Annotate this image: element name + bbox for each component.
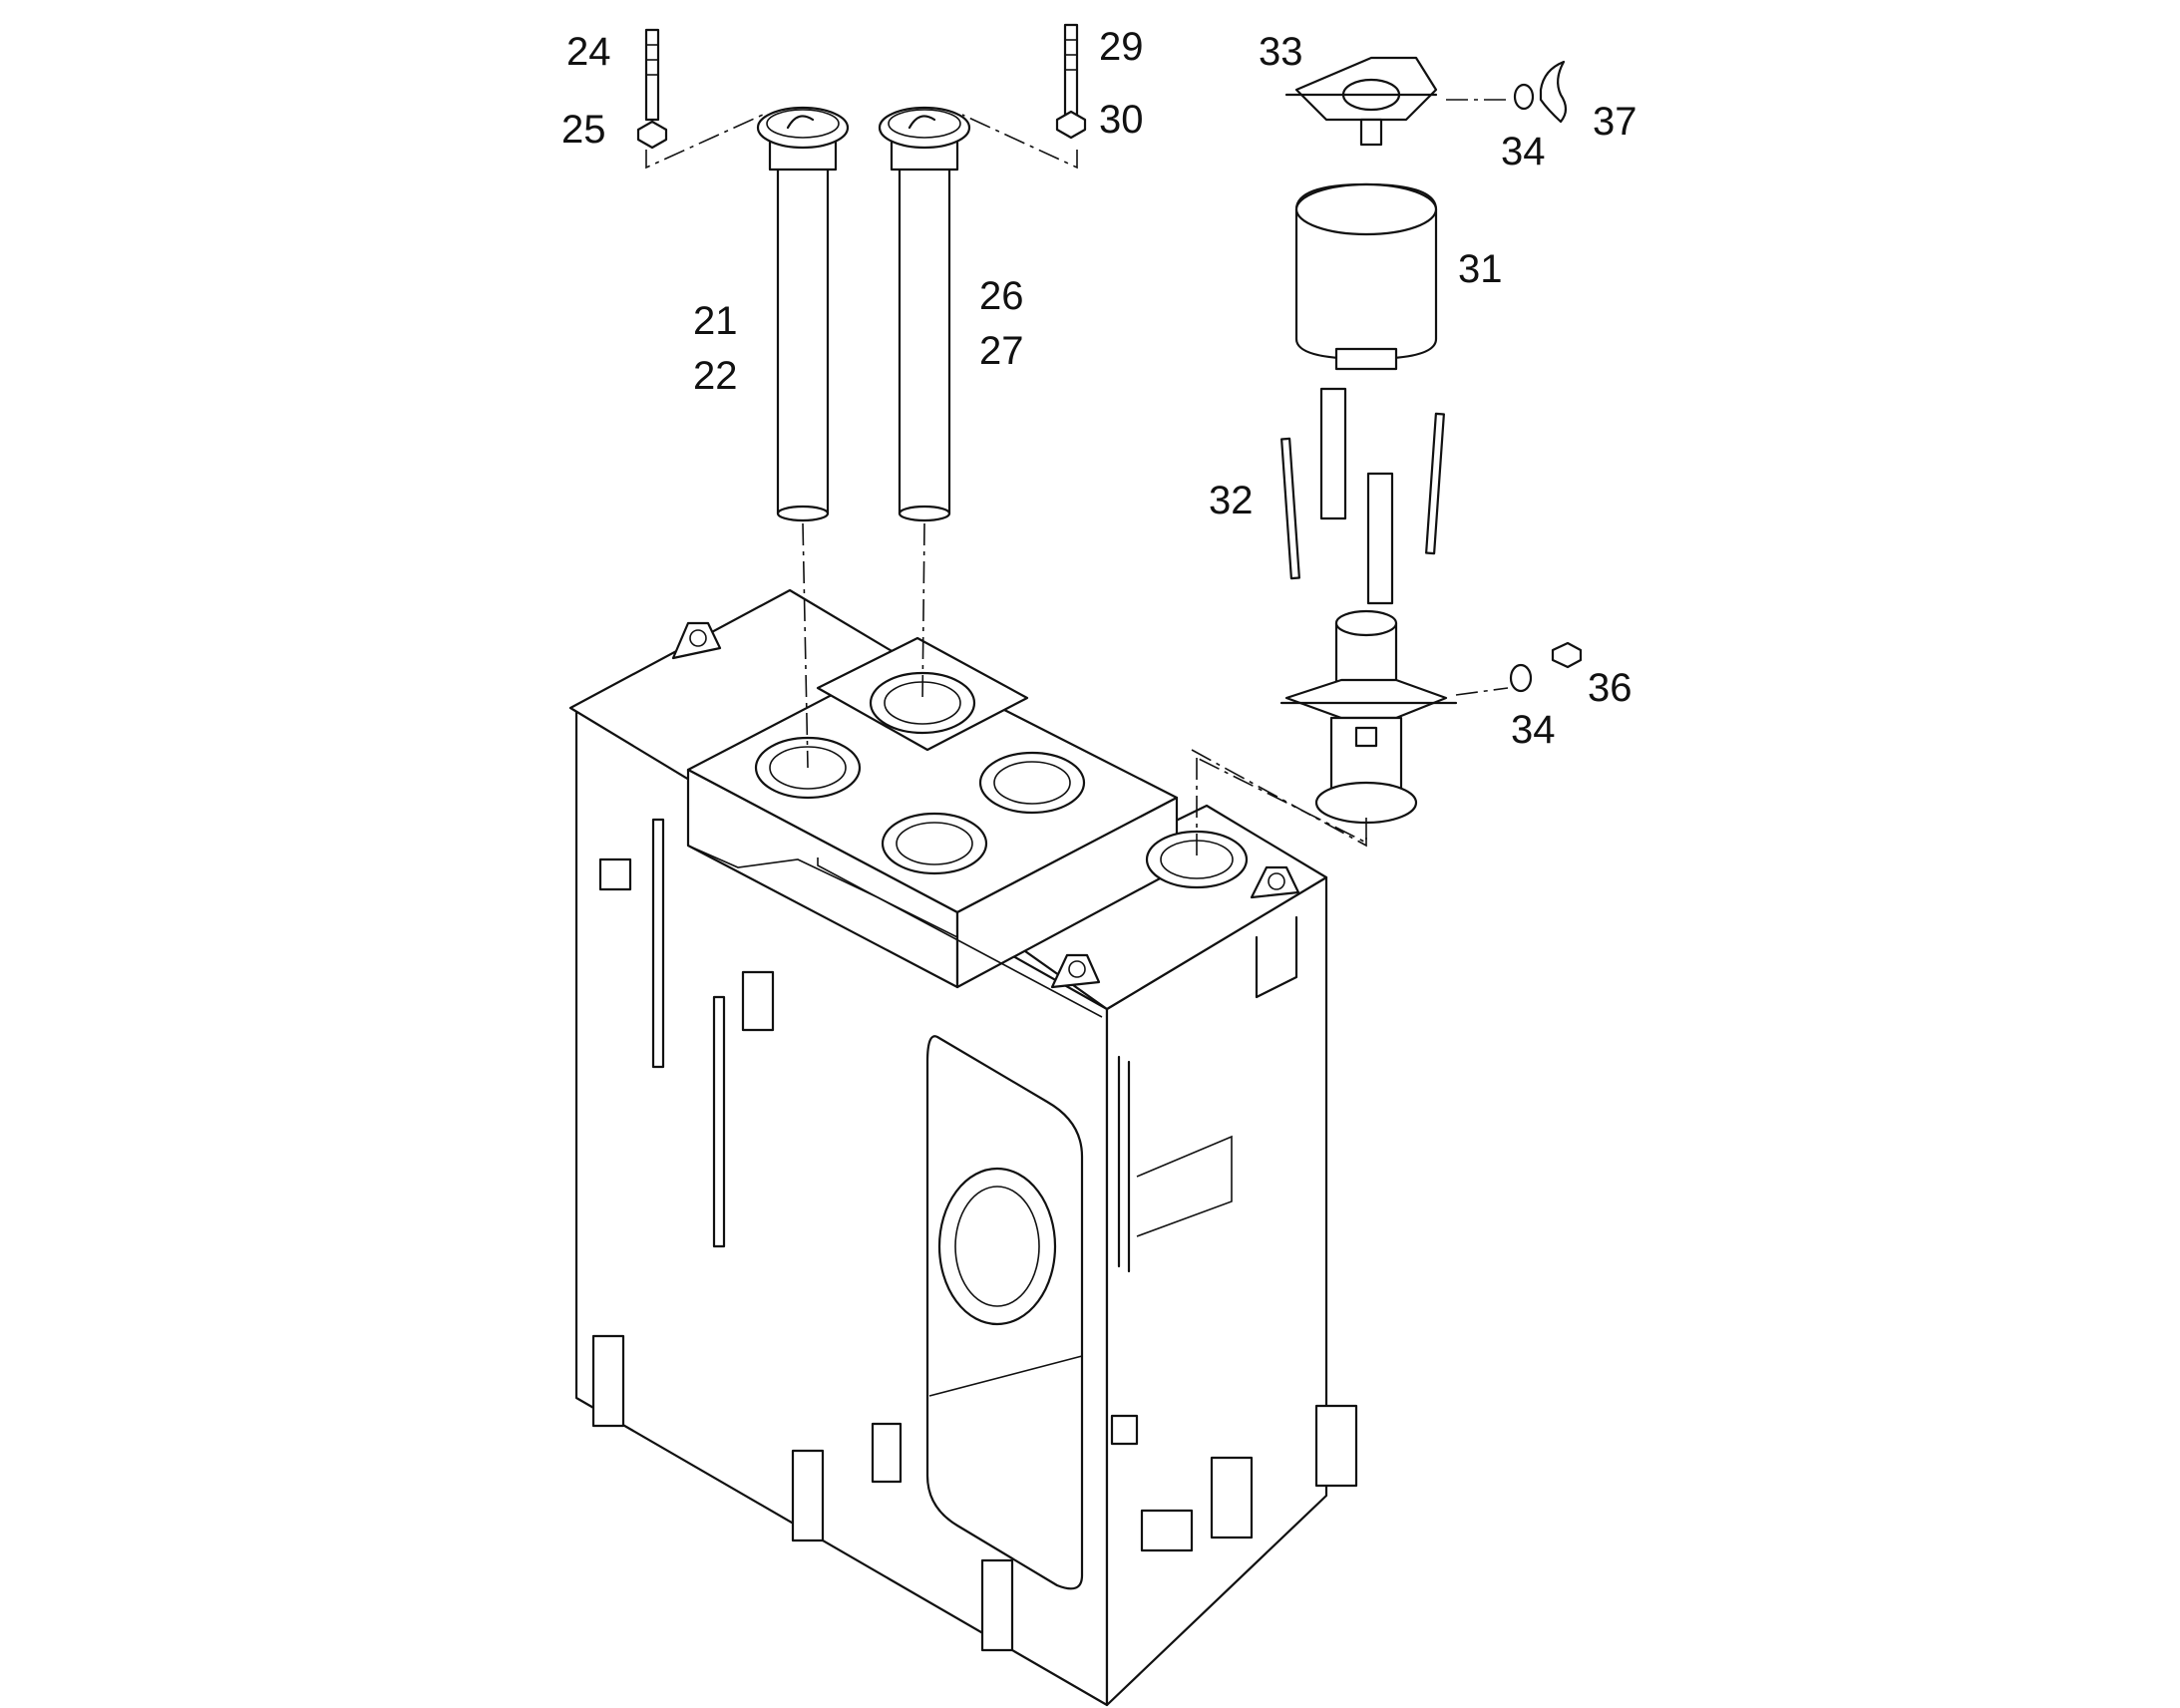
- deck-port-right: [978, 751, 1086, 815]
- filter-gaskets-32: [1280, 387, 1445, 605]
- filler-tube-26-27: [878, 106, 971, 522]
- pad-1: [741, 970, 775, 1032]
- nut-25: [636, 120, 668, 150]
- side-bracket: [1136, 1135, 1233, 1237]
- label-27: 27: [979, 329, 1024, 373]
- lifting-lug-center: [1050, 953, 1101, 989]
- label-29: 29: [1099, 25, 1144, 69]
- label-34-bottom: 34: [1511, 708, 1556, 752]
- label-36: 36: [1588, 666, 1633, 710]
- label-26: 26: [979, 274, 1024, 318]
- label-24: 24: [566, 30, 611, 74]
- wing-nut-37: [1539, 60, 1568, 124]
- filler-tube-21-22: [756, 106, 850, 522]
- lifting-lug-left: [671, 621, 722, 660]
- side-opening-2: [1140, 1509, 1194, 1552]
- pad-2: [591, 1334, 625, 1428]
- pad-4: [871, 1422, 903, 1484]
- label-33: 33: [1259, 30, 1303, 74]
- stud-29: [1063, 23, 1079, 117]
- pad-6: [1210, 1456, 1254, 1539]
- label-37: 37: [1593, 100, 1637, 144]
- stud-24: [644, 28, 660, 122]
- filter-element-31: [1294, 182, 1438, 371]
- deck-port-front: [881, 812, 988, 875]
- side-opening-1: [1110, 1414, 1139, 1446]
- rail-bracket: [1255, 915, 1298, 999]
- filter-cover-33: [1284, 56, 1438, 147]
- nut-36: [1551, 641, 1583, 669]
- grab-handle: [1117, 1055, 1131, 1273]
- nut-30: [1055, 110, 1087, 140]
- label-32: 32: [1209, 479, 1254, 522]
- label-22: 22: [693, 354, 738, 398]
- filter-base: [1279, 609, 1458, 825]
- inspection-door: [925, 1035, 1084, 1590]
- lifting-lug-right: [1250, 865, 1300, 899]
- label-34-top: 34: [1501, 130, 1546, 173]
- label-25: 25: [561, 108, 606, 152]
- vertical-strip-1: [651, 818, 665, 1069]
- label-31: 31: [1458, 247, 1503, 291]
- label-30: 30: [1099, 98, 1144, 142]
- pad-3: [791, 1449, 825, 1542]
- washer-34-bottom: [1509, 663, 1533, 693]
- washer-34-top: [1513, 83, 1535, 111]
- vertical-strip-2: [712, 995, 726, 1248]
- bracket-small: [598, 857, 632, 891]
- label-21: 21: [693, 299, 738, 343]
- pad-5: [980, 1558, 1014, 1652]
- pad-7: [1314, 1404, 1358, 1488]
- top-port-filter: [1145, 830, 1249, 889]
